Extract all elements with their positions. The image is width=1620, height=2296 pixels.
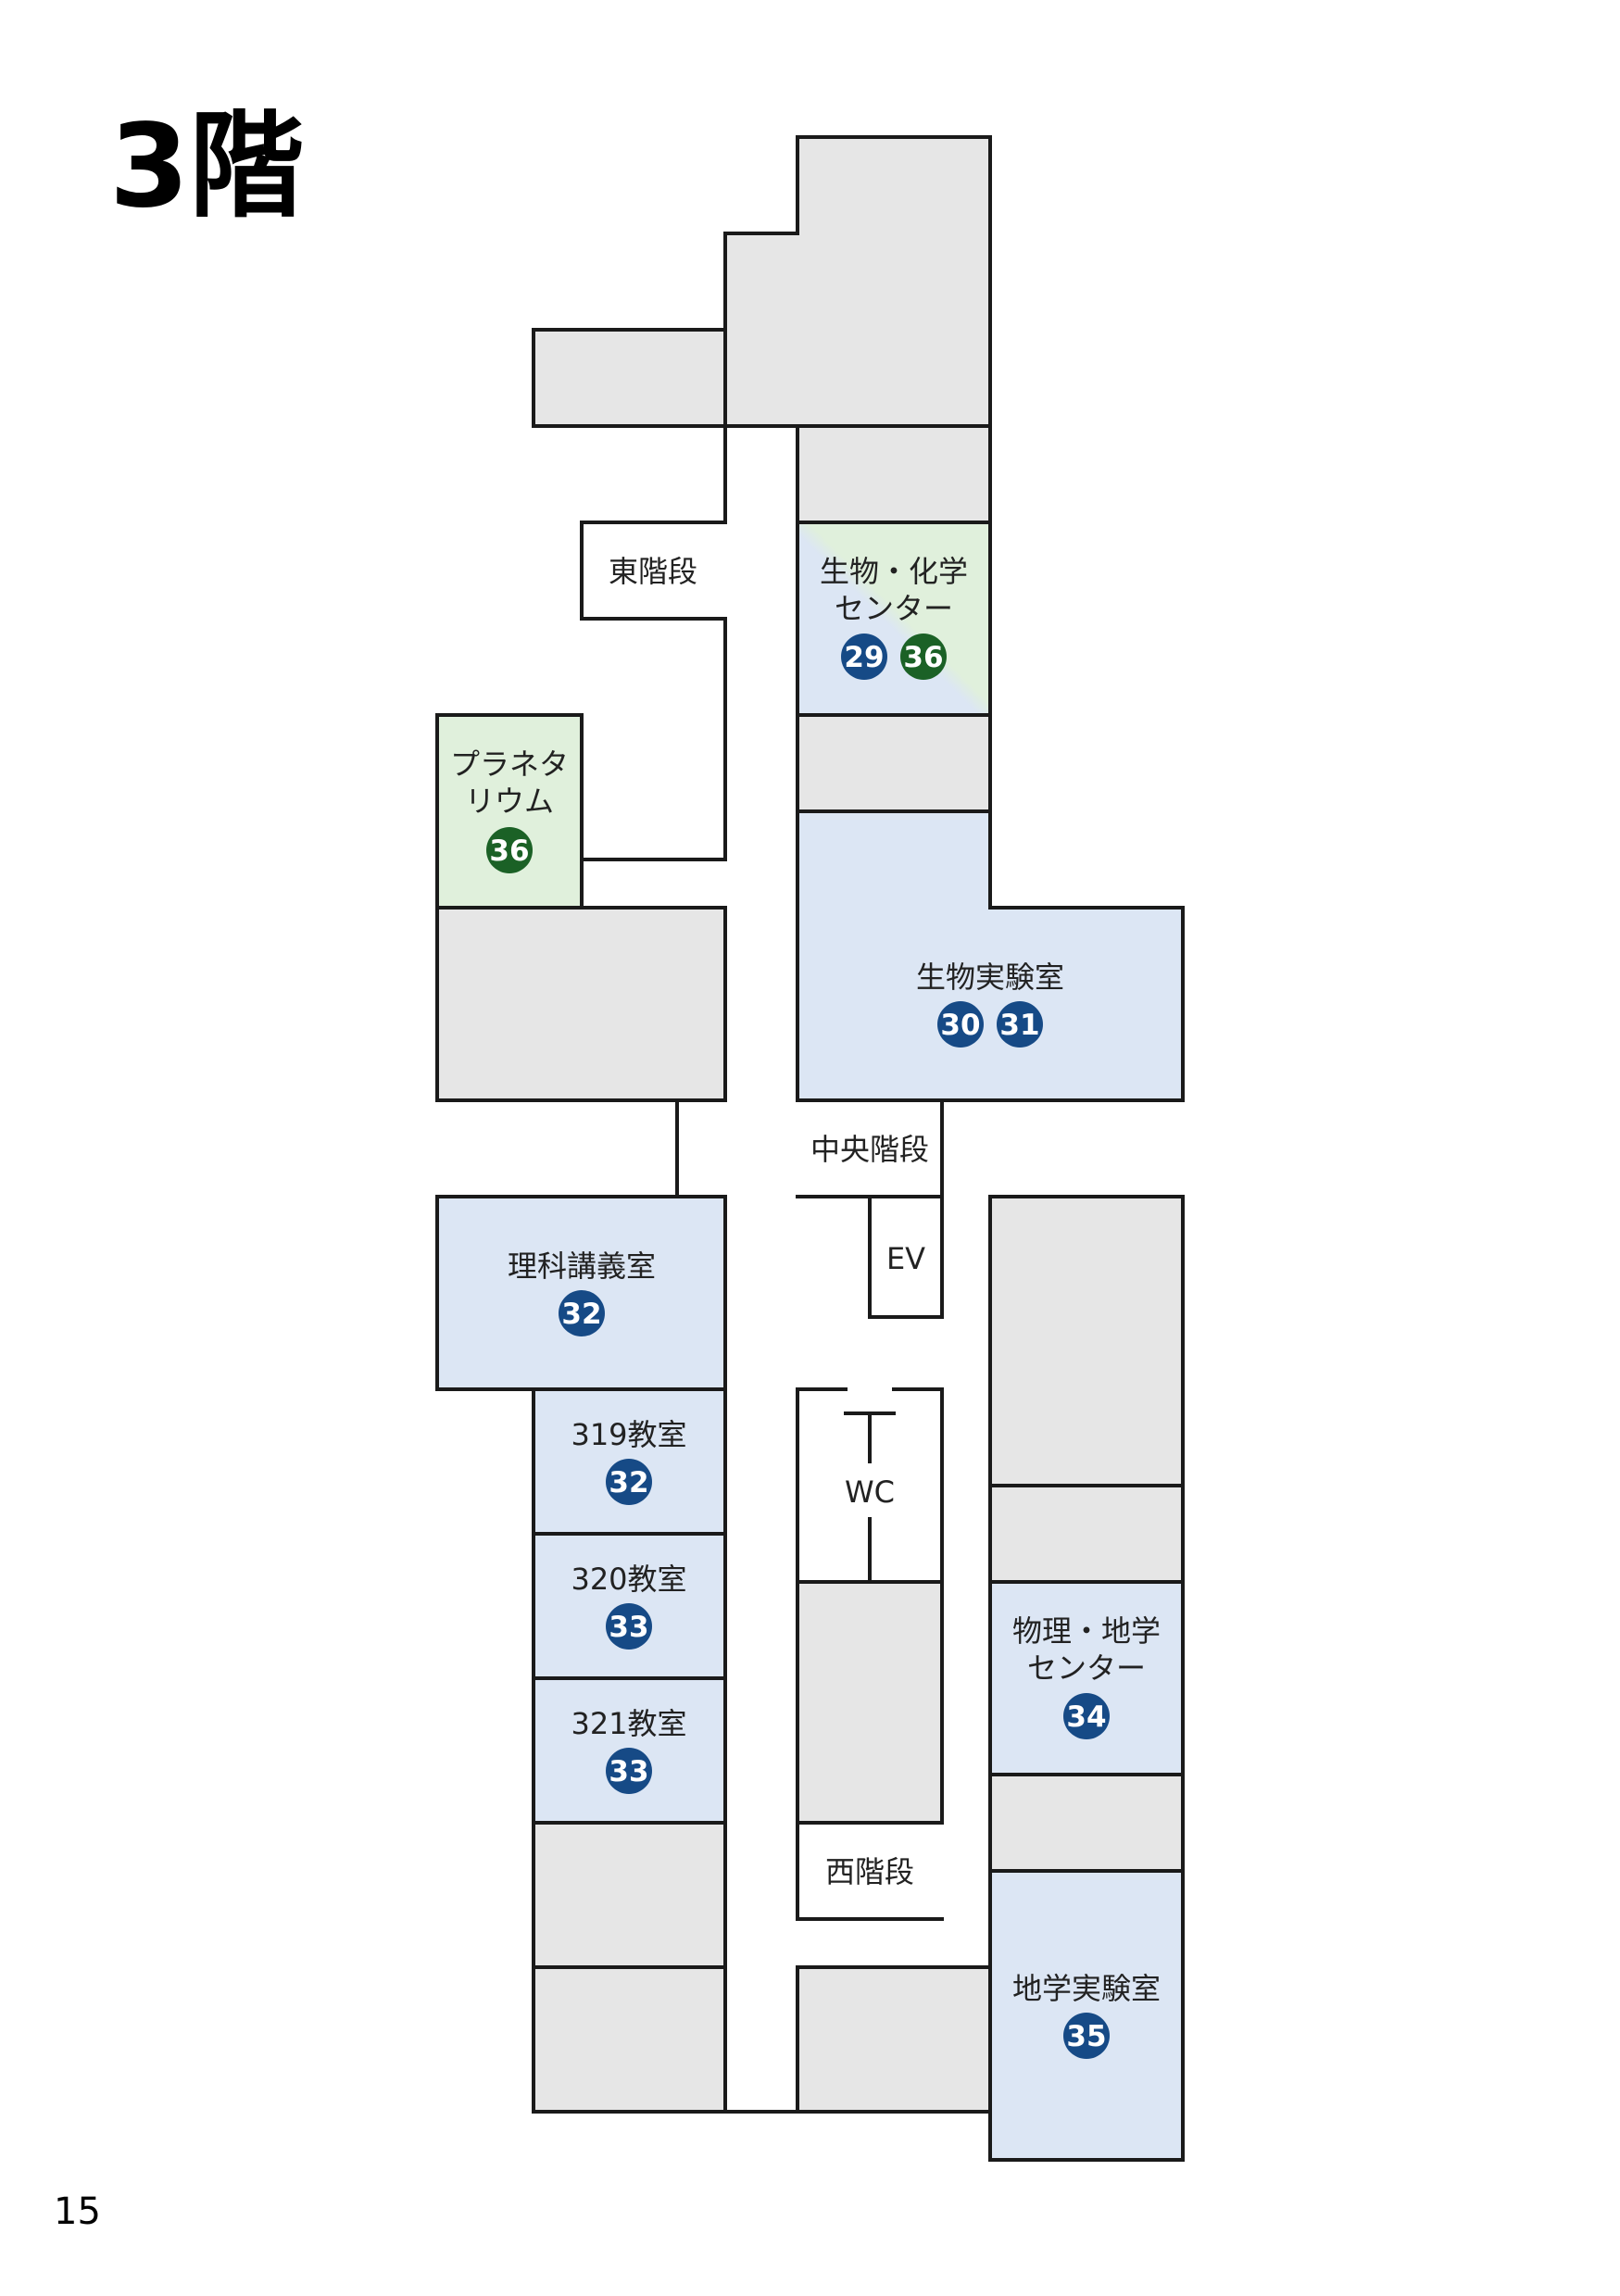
room-319-label: 319教室 bbox=[571, 1417, 686, 1452]
east-small-room-1 bbox=[988, 1484, 1185, 1584]
corridor-walls bbox=[580, 424, 944, 2114]
gray-rooms bbox=[435, 135, 1185, 2114]
west-room-1 bbox=[532, 1821, 727, 1969]
bio-chem-center-label-1: 生物・化学 bbox=[820, 554, 968, 589]
badges: 29 36 36 30 31 32 32 33 bbox=[486, 634, 1110, 2059]
floor-title: 3階 bbox=[109, 100, 305, 233]
badge-bio-lab-31: 31 bbox=[997, 1001, 1043, 1048]
north-block bbox=[723, 135, 992, 428]
room-labels: 東階段 生物・化学 センター プラネタ リウム 生物実験室 中央階段 EV 理科… bbox=[450, 554, 1161, 2006]
east-stairs-outline bbox=[580, 424, 727, 861]
planetarium-label-1: プラネタ bbox=[450, 747, 569, 782]
svg-text:36: 36 bbox=[903, 641, 943, 674]
west-stairs-label: 西階段 bbox=[825, 1854, 914, 1889]
badge-science-lecture-32: 32 bbox=[559, 1290, 605, 1336]
svg-text:33: 33 bbox=[609, 1755, 648, 1788]
room-320-label: 320教室 bbox=[571, 1562, 686, 1597]
svg-text:29: 29 bbox=[844, 641, 884, 674]
colored-rooms bbox=[435, 521, 1185, 2162]
earth-lab-label: 地学実験室 bbox=[1012, 1971, 1161, 2006]
central-stairs-label: 中央階段 bbox=[810, 1132, 929, 1167]
badge-bio-lab-30: 30 bbox=[937, 1001, 984, 1048]
svg-text:32: 32 bbox=[561, 1298, 601, 1331]
badge-earth-lab-35: 35 bbox=[1063, 2013, 1110, 2059]
science-lecture-label: 理科講義室 bbox=[508, 1248, 656, 1284]
badge-planetarium-36: 36 bbox=[486, 827, 533, 873]
south-center-room bbox=[796, 1965, 992, 2114]
physics-earth-center-room bbox=[988, 1580, 1185, 1776]
room-321-label: 321教室 bbox=[571, 1706, 686, 1741]
east-stairs-label: 東階段 bbox=[609, 554, 697, 589]
room-below-bio-center bbox=[796, 713, 992, 813]
room-below-planetarium bbox=[435, 906, 727, 1102]
svg-text:32: 32 bbox=[609, 1466, 648, 1499]
physics-earth-center-label-2: センター bbox=[1027, 1650, 1146, 1686]
badge-room-319-32: 32 bbox=[606, 1459, 652, 1505]
badge-bio-chem-29: 29 bbox=[841, 634, 887, 680]
west-stairs-outline bbox=[796, 1821, 944, 1921]
svg-text:33: 33 bbox=[609, 1611, 648, 1644]
wc-label: WC bbox=[845, 1474, 895, 1510]
north-west-wing bbox=[532, 328, 727, 428]
room-above-bio-center bbox=[796, 424, 992, 524]
bio-chem-center-room bbox=[796, 521, 992, 717]
badge-room-320-33: 33 bbox=[606, 1603, 652, 1650]
badge-physics-earth-34: 34 bbox=[1063, 1693, 1110, 1739]
svg-text:34: 34 bbox=[1066, 1700, 1106, 1734]
bio-lab-room bbox=[796, 809, 1185, 1102]
svg-text:30: 30 bbox=[940, 1009, 980, 1042]
bio-lab-label: 生物実験室 bbox=[916, 960, 1064, 995]
svg-text:35: 35 bbox=[1066, 2020, 1106, 2053]
svg-text:36: 36 bbox=[489, 834, 529, 868]
bio-chem-center-label-2: センター bbox=[835, 591, 953, 626]
ev-label: EV bbox=[886, 1241, 925, 1276]
west-room-2 bbox=[532, 1965, 727, 2114]
badge-bio-chem-36: 36 bbox=[900, 634, 947, 680]
center-block-room bbox=[796, 1580, 944, 1825]
badge-room-321-33: 33 bbox=[606, 1748, 652, 1794]
planetarium-room bbox=[435, 713, 584, 910]
east-tall-room bbox=[988, 1195, 1185, 1487]
physics-earth-center-label-1: 物理・地学 bbox=[1012, 1613, 1161, 1649]
east-small-room-2 bbox=[988, 1773, 1185, 1873]
planetarium-label-2: リウム bbox=[465, 784, 554, 819]
page-number: 15 bbox=[54, 2190, 101, 2233]
ev-shaft bbox=[868, 1195, 944, 1319]
svg-text:31: 31 bbox=[999, 1009, 1039, 1042]
